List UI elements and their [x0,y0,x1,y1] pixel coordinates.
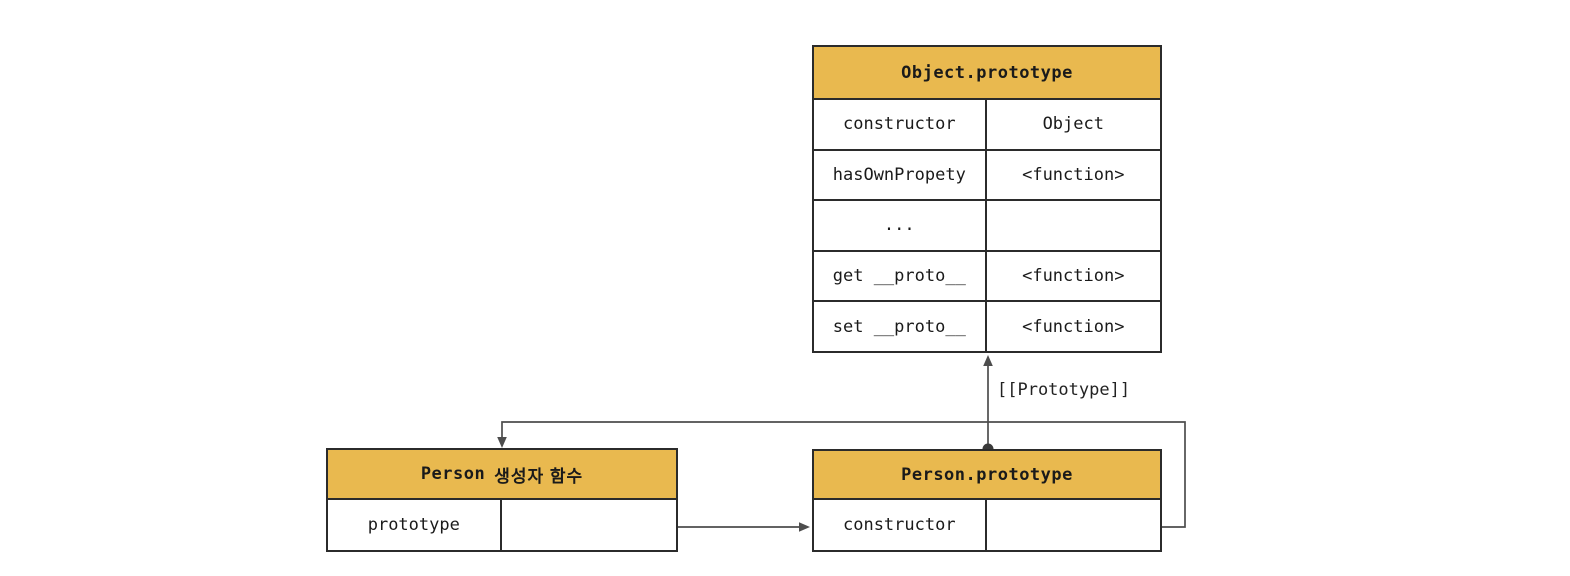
table-row: set __proto__ <function> [814,302,1160,351]
property-key-cell: constructor [814,100,987,149]
prototype-link-arrowhead-up [983,355,993,366]
person-prototype-table-title: Person.prototype [814,451,1160,500]
prototype-link-label: [[Prototype]] [997,380,1131,400]
table-row: prototype [328,500,676,550]
person-prototype-table: Person.prototype constructor [812,449,1162,552]
prototype-ref-arrowhead-right [799,522,810,532]
property-value-cell [987,500,1160,550]
person-constructor-title-korean: 생성자 함수 [494,466,584,486]
property-key-cell: constructor [814,500,987,550]
table-row: get __proto__ <function> [814,251,1160,303]
property-value-cell: <function> [1022,266,1125,287]
person-constructor-title-code: Person [420,464,486,484]
table-row: ... [814,201,1160,252]
object-prototype-table-title: Object.prototype [814,47,1160,100]
table-row: hasOwnPropety <function> [814,150,1160,202]
property-value-cell: <function> [1022,164,1125,185]
person-prototype-title-text: Person.prototype [901,464,1073,485]
property-value-cell [502,500,676,550]
property-value-cell: <function> [1022,316,1125,337]
property-key-cell: get __proto__ [814,251,987,301]
object-prototype-table: Object.prototype constructor Object hasO… [812,45,1162,353]
property-value-cell [987,201,1160,250]
property-value-cell: Object [1042,114,1104,135]
person-constructor-table-title: Person 생성자 함수 [328,450,676,500]
table-row: constructor Object [814,100,1160,151]
person-constructor-table: Person 생성자 함수 prototype [326,448,678,552]
table-row: constructor [814,500,1160,550]
object-prototype-title-text: Object.prototype [901,62,1073,83]
constructor-loop-arrowhead-down [497,437,507,448]
property-key-cell: ... [814,201,987,250]
property-key-cell: hasOwnPropety [814,150,987,200]
property-key-cell: set __proto__ [814,302,987,351]
property-key-cell: prototype [328,500,502,550]
